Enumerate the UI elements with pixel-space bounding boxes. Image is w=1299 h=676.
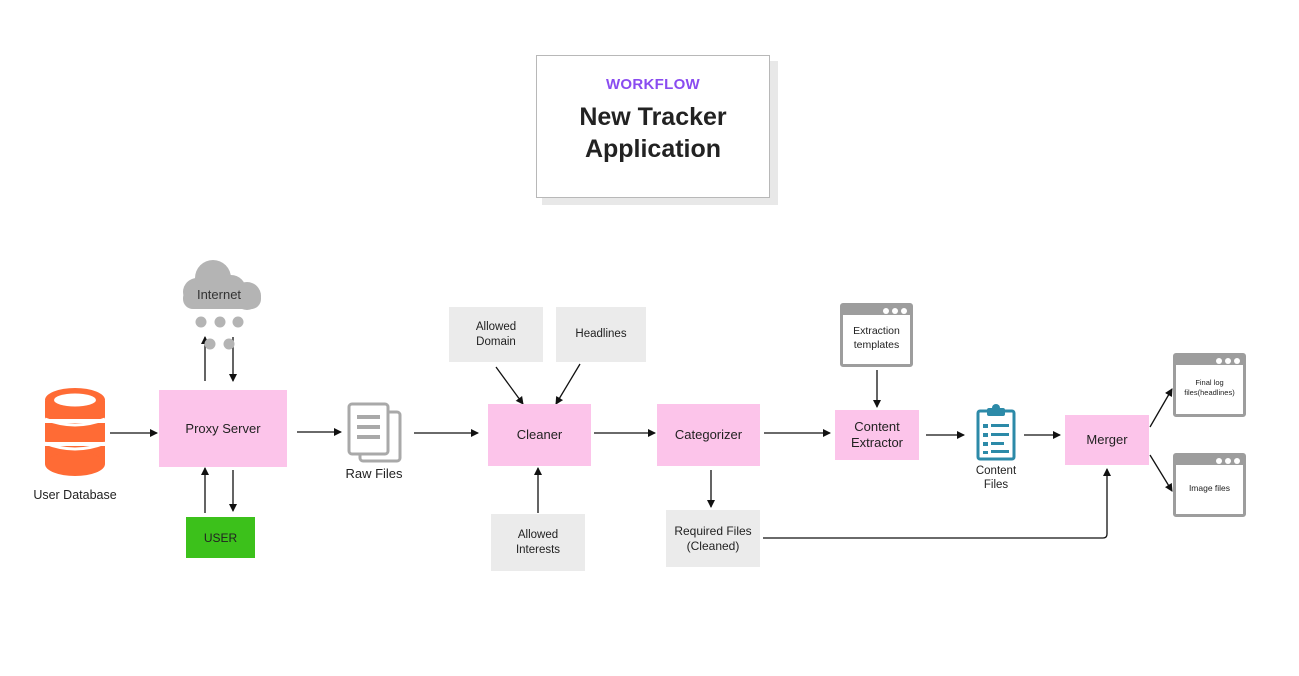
internet-node: Internet: [175, 258, 265, 353]
final-log-files-node: Final log files(headlines): [1173, 353, 1246, 417]
cloud-icon: [183, 260, 261, 350]
allowed-interests-node: Allowed Interests: [491, 514, 585, 571]
title-kicker: WORKFLOW: [605, 76, 701, 93]
final-log-files-label: Final log files(headlines): [1184, 378, 1235, 397]
window-icon: [1176, 456, 1243, 465]
required-files-node: Required Files (Cleaned): [666, 510, 760, 567]
window-icon: [1176, 356, 1243, 365]
content-extractor-node: Content Extractor: [835, 410, 919, 460]
user-node: USER: [186, 517, 255, 558]
page-title: New Tracker Application: [579, 103, 727, 163]
title-card: WORKFLOW New Tracker Application: [536, 55, 770, 198]
edge-merger-images: [1149, 454, 1173, 492]
headlines-node: Headlines: [556, 307, 646, 362]
edge-headlines-cleaner: [555, 363, 581, 405]
internet-label: Internet: [196, 287, 242, 302]
image-files-label: Image files: [1188, 482, 1231, 493]
merger-node: Merger: [1065, 415, 1149, 465]
window-icon: [843, 306, 910, 315]
allowed-domain-node: Allowed Domain: [449, 307, 543, 362]
database-icon: [44, 388, 106, 478]
content-files-label: Content Files: [975, 465, 1017, 491]
categorizer-node: Categorizer: [657, 404, 760, 466]
documents-icon: [346, 401, 404, 463]
proxy-server-node: Proxy Server: [159, 390, 287, 467]
extraction-templates-node: Extraction templates: [840, 303, 913, 367]
user-database-label: User Database: [33, 488, 117, 502]
edge-merger-finallog: [1149, 388, 1173, 428]
image-files-node: Image files: [1173, 453, 1246, 517]
extraction-templates-label: Extraction templates: [853, 325, 900, 351]
cleaner-node: Cleaner: [488, 404, 591, 466]
raw-files-label: Raw Files: [345, 466, 403, 481]
edge-required-merger: [763, 468, 1111, 539]
clipboard-icon: [976, 403, 1016, 461]
edge-domain-cleaner: [495, 366, 524, 405]
